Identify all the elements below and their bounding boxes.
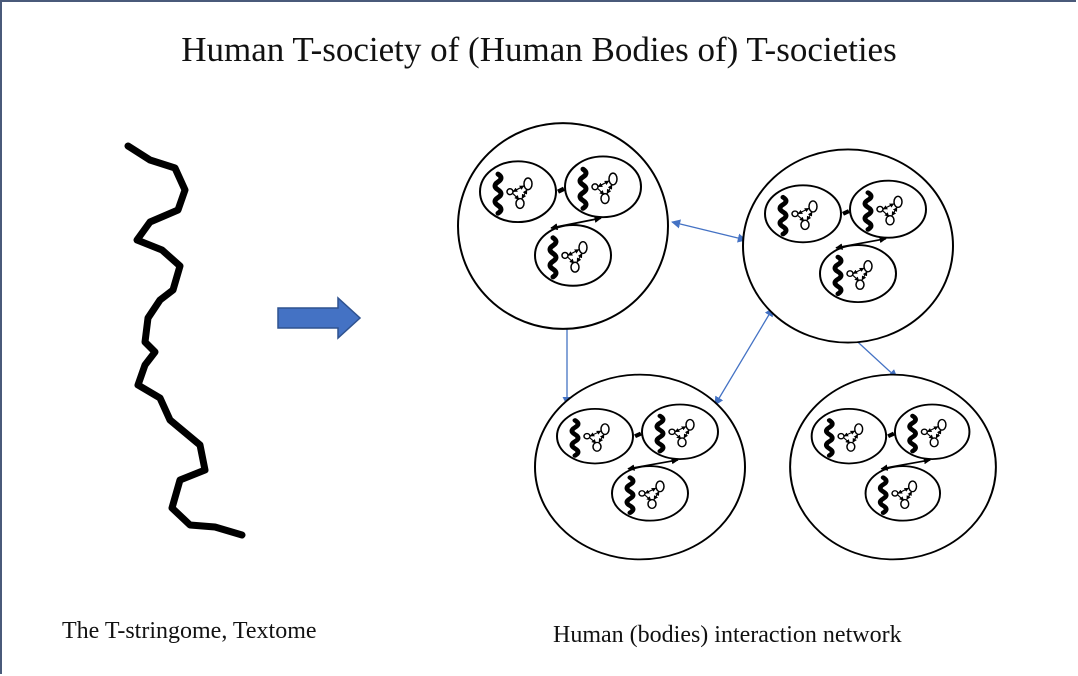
stringome-caption: The T-stringome, Textome	[62, 618, 317, 645]
human-body-4	[790, 375, 996, 560]
human-body-3	[535, 375, 745, 560]
human-body-2	[743, 149, 953, 342]
t-stringome-string	[128, 146, 242, 535]
human-body-1	[458, 123, 668, 329]
network-caption: Human (bodies) interaction network	[553, 622, 902, 649]
right-arrow-icon	[278, 298, 360, 338]
link-body2-body3	[715, 308, 773, 405]
link-body1-body2	[672, 222, 746, 240]
